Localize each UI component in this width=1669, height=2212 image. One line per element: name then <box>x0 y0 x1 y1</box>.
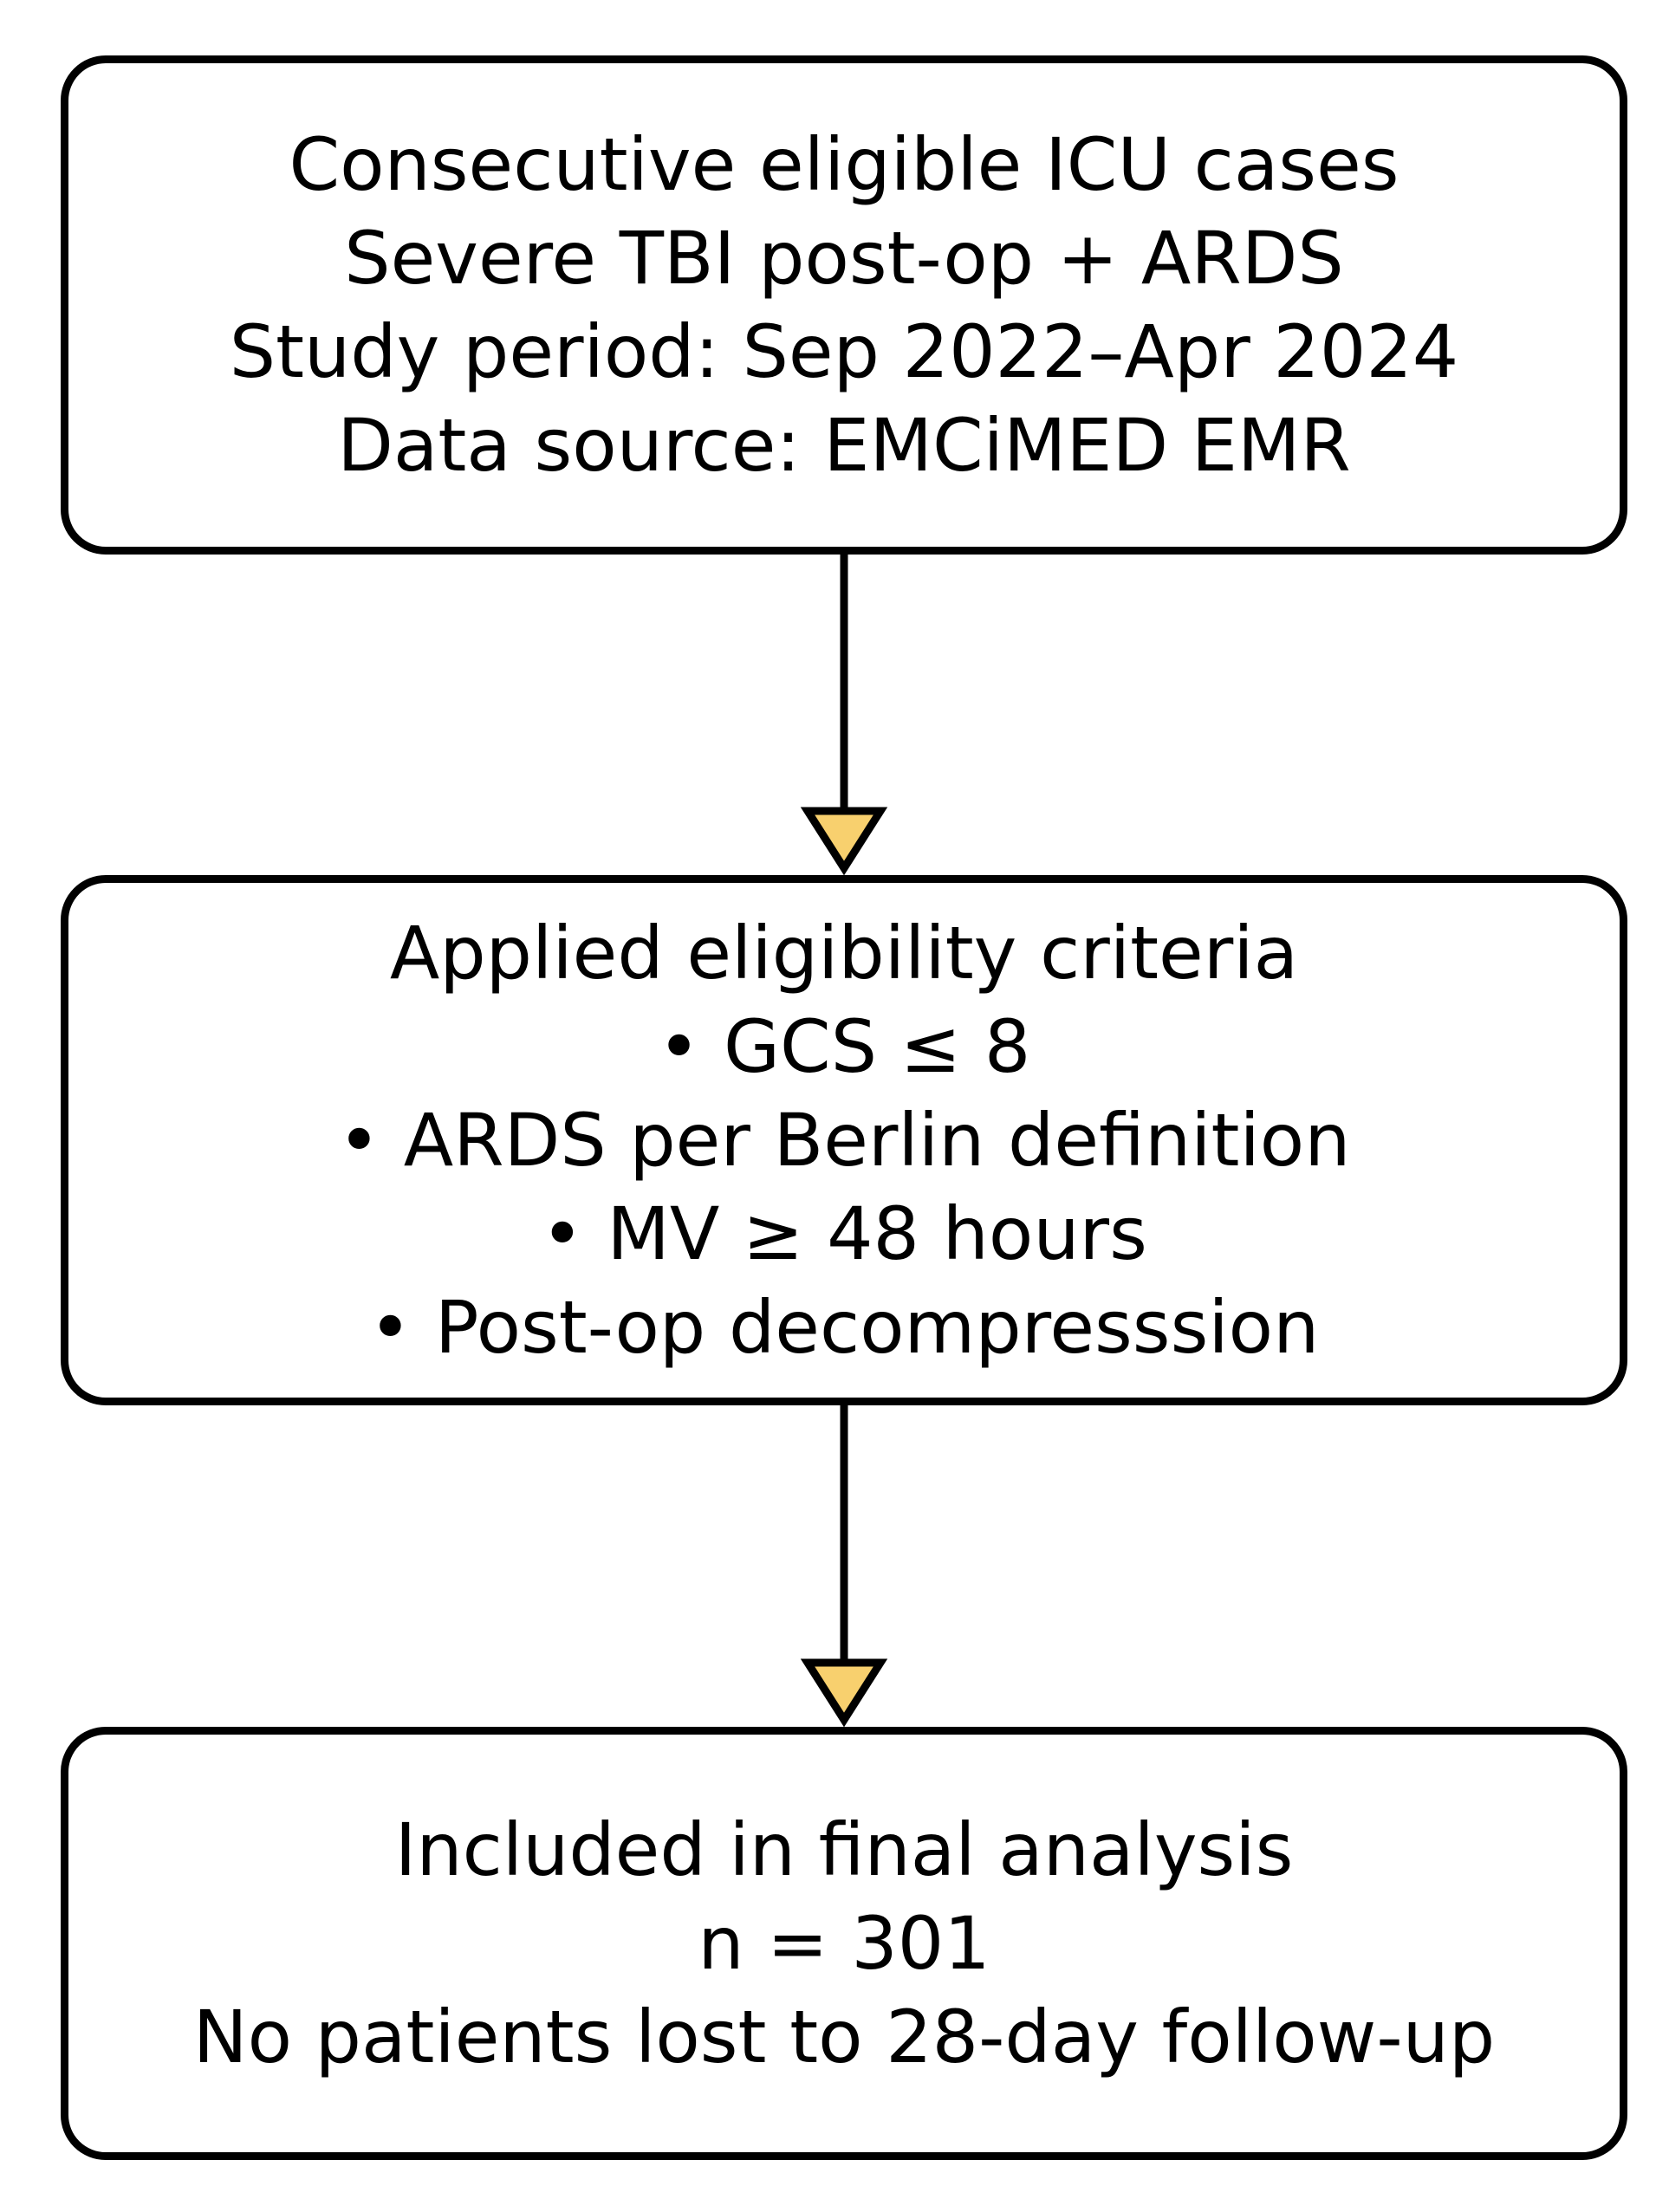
flow-box-line: Consecutive eligible ICU cases <box>289 122 1399 207</box>
flow-box-line: Included in final analysis <box>394 1807 1294 1892</box>
flow-box-final-analysis: Included in final analysis n = 301 No pa… <box>61 1727 1627 2160</box>
arrow-head <box>800 807 888 876</box>
down-arrow-icon <box>800 1405 888 1728</box>
flow-box-source-population: Consecutive eligible ICU cases Severe TB… <box>61 55 1627 555</box>
flow-box-line: Data source: EMCiMED EMR <box>337 403 1351 488</box>
flow-box-line: • GCS ≤ 8 <box>657 1004 1031 1089</box>
flow-box-line: No patients lost to 28-day follow-up <box>192 1995 1496 2079</box>
flow-box-line: Severe TBI post-op + ARDS <box>344 216 1344 301</box>
down-arrow-icon <box>800 555 888 876</box>
flow-box-line: n = 301 <box>698 1901 990 1986</box>
flow-box-line: Applied eligibility criteria <box>389 911 1299 996</box>
arrow-head <box>800 1658 888 1728</box>
flow-box-line: • MV ≥ 48 hours <box>541 1191 1147 1276</box>
flow-box-line: Study period: Sep 2022–Apr 2024 <box>229 309 1459 394</box>
flow-box-line: • ARDS per Berlin definition <box>337 1098 1351 1183</box>
flow-box-line: • Post-op decompresssion <box>368 1285 1320 1370</box>
flow-box-eligibility-criteria: Applied eligibility criteria • GCS ≤ 8 •… <box>61 875 1627 1405</box>
